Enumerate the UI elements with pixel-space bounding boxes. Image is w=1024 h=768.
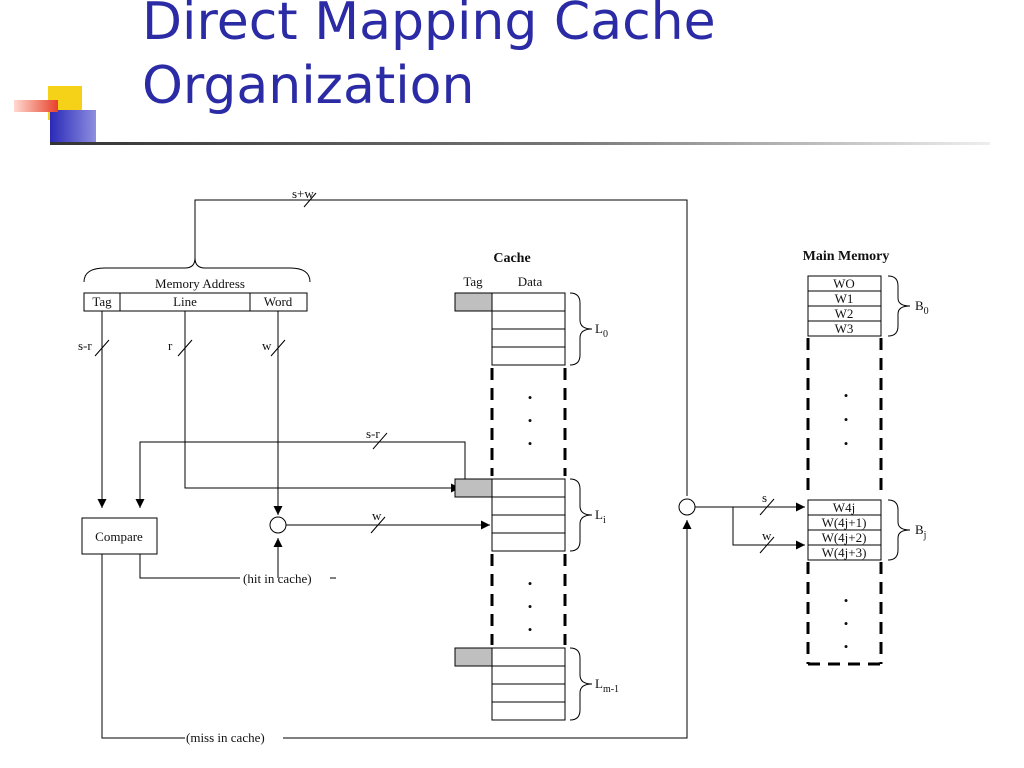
word-mux [269,516,287,534]
mem-bus-s-label: s [762,490,767,505]
cache-data-lm1-0 [491,647,566,667]
brace-lm1 [569,647,593,721]
cache-tag-li [454,478,493,498]
word-bus-label: w [372,508,382,523]
memory-address-label: Memory Address [155,276,245,291]
cache-dot-a2: • [528,413,533,428]
mem-word-1-label: W1 [835,291,854,306]
cache-data-l0-1 [491,310,566,330]
cache-data-lm1-3 [491,701,566,721]
cache-line-label-l0: L0 [595,321,608,340]
cache-col-tag: Tag [463,274,483,289]
hit-line-left [139,554,240,579]
line-field-slash [177,339,193,357]
cache-dot-a1: • [528,390,533,405]
cache-data-l0-2 [491,328,566,348]
compare-tag-slash [372,432,388,450]
cache-dot-a3: • [528,436,533,451]
cache-line-label-li: Li [595,507,606,526]
cache-data-l0-0 [491,292,566,312]
compare-box [81,517,158,555]
compare-tag-bus [135,441,466,508]
line-width-label: r [168,338,173,353]
line-field-line [184,311,460,493]
field-tag-label: Tag [92,294,112,309]
block-label-b0: B0 [915,298,929,317]
mem-dot-a1: • [844,388,849,403]
accent-red-bar [14,100,58,112]
cache-dot-b3: • [528,622,533,637]
w-bus-slash [759,536,775,554]
brace-l0 [569,292,593,366]
memory-mux [678,498,696,516]
cache-title: Cache [493,251,530,266]
compare-bus-label: s-r [366,426,380,441]
top-bus-line [194,199,688,496]
field-line-label: Line [173,294,197,309]
mem-dot-b1: • [844,593,849,608]
mem-word-3 [807,320,882,337]
cache-dot-b1: • [528,576,533,591]
mux-to-memory-w [732,507,805,550]
mem-dot-a3: • [844,436,849,451]
miss-line-left [101,554,185,739]
cache-data-li-1 [491,496,566,516]
cache-tag-lm1 [454,647,493,667]
cache-data-li-3 [491,532,566,552]
word-to-cache-slash [370,516,386,534]
mem-word-bj-2-label: W(4j+2) [822,530,867,545]
miss-line-right [283,520,692,739]
cache-tag-l0 [454,292,493,312]
address-brace [83,257,311,283]
mem-word-2-label: W2 [835,306,854,321]
tag-width-label: s-r [78,338,92,353]
mem-word-bj-0-label: W4j [833,500,855,515]
word-field-slash [270,339,286,357]
cache-data-l0-3 [491,346,566,366]
cache-col-data: Data [518,274,543,289]
mem-word-3-label: W3 [835,321,854,336]
top-bus-label: s+w [292,186,314,201]
tag-field-slash [94,339,110,357]
miss-label: (miss in cache) [186,730,265,745]
cache-line-label-lm1: Lm-1 [595,676,619,695]
mem-dot-a2: • [844,412,849,427]
mem-word-0-label: WO [833,276,855,291]
page-title: Direct Mapping Cache Organization [142,0,716,116]
accent-blue-square [50,110,96,144]
compare-label: Compare [95,529,143,544]
cache-data-lm1-2 [491,683,566,703]
cache-data-lm1-1 [491,665,566,685]
title-underline [50,142,990,145]
mem-word-bj-3-label: W(4j+3) [822,545,867,560]
field-word-label: Word [264,294,293,309]
mem-dot-b2: • [844,616,849,631]
top-bus-slash [303,192,317,208]
mem-dot-b3: • [844,639,849,654]
hit-label: (hit in cache) [243,571,312,586]
s-bus-slash [759,498,775,516]
mem-word-bj-3 [807,544,882,561]
cache-data-li-2 [491,514,566,534]
brace-li [569,478,593,552]
word-width-label: w [262,338,272,353]
brace-bj [887,499,911,561]
mem-bus-w-label: w [762,528,772,543]
mem-word-bj-1-label: W(4j+1) [822,515,867,530]
brace-b0 [887,275,911,337]
cache-dot-b2: • [528,599,533,614]
main-memory-title: Main Memory [803,249,890,264]
cache-data-li-0 [491,478,566,498]
block-label-bj: Bj [915,522,926,541]
